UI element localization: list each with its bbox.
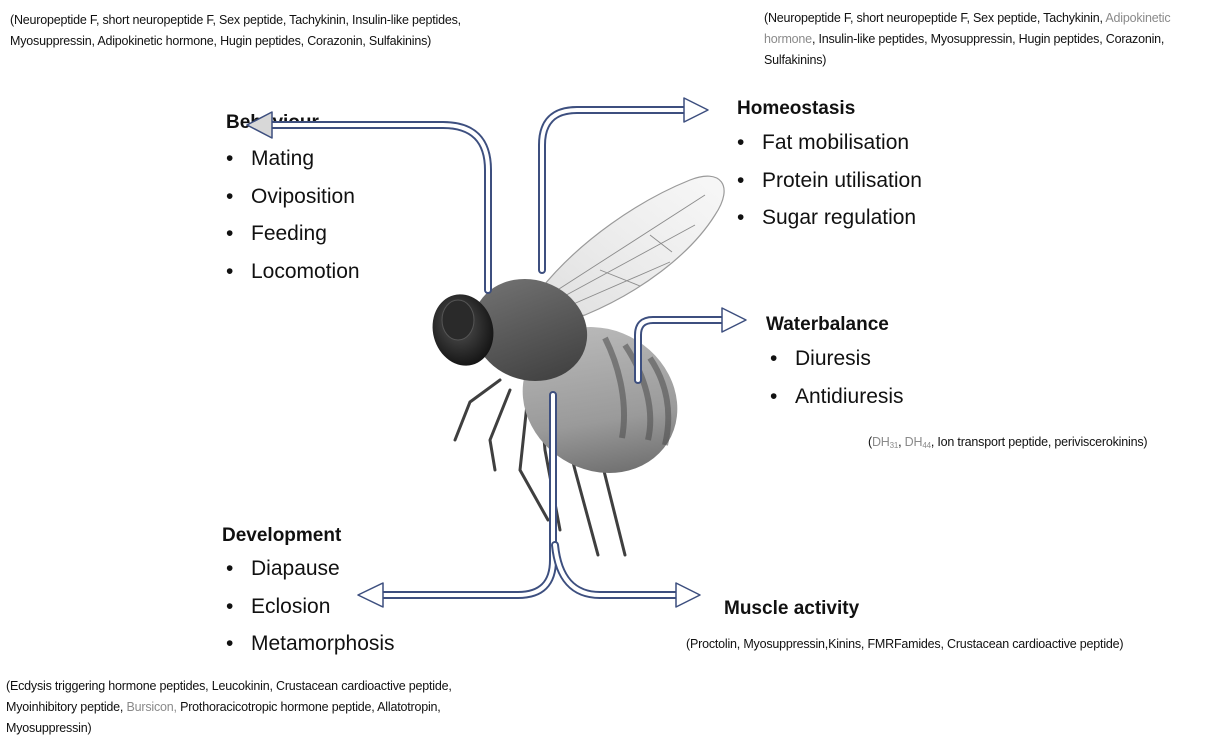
arrow-to-development-shaft-inner <box>380 395 553 595</box>
arrow-to-behaviour-shaft-inner <box>268 125 488 290</box>
fruit-fly-illustration <box>425 176 724 555</box>
arrow-to-behaviour <box>247 112 488 290</box>
arrow-to-development-shaft-outer <box>380 395 553 595</box>
arrow-to-behaviour-head <box>247 112 272 138</box>
arrow-to-muscle-activity-shaft-inner <box>555 545 680 595</box>
arrow-to-development-head <box>358 583 383 607</box>
arrow-to-muscle-activity <box>555 545 700 607</box>
arrow-to-muscle-activity-head <box>676 583 700 607</box>
arrow-to-behaviour-shaft-outer <box>268 125 488 290</box>
fly-eye <box>442 300 474 340</box>
arrow-to-homeostasis-head <box>684 98 708 122</box>
arrow-to-waterbalance-head <box>722 308 746 332</box>
